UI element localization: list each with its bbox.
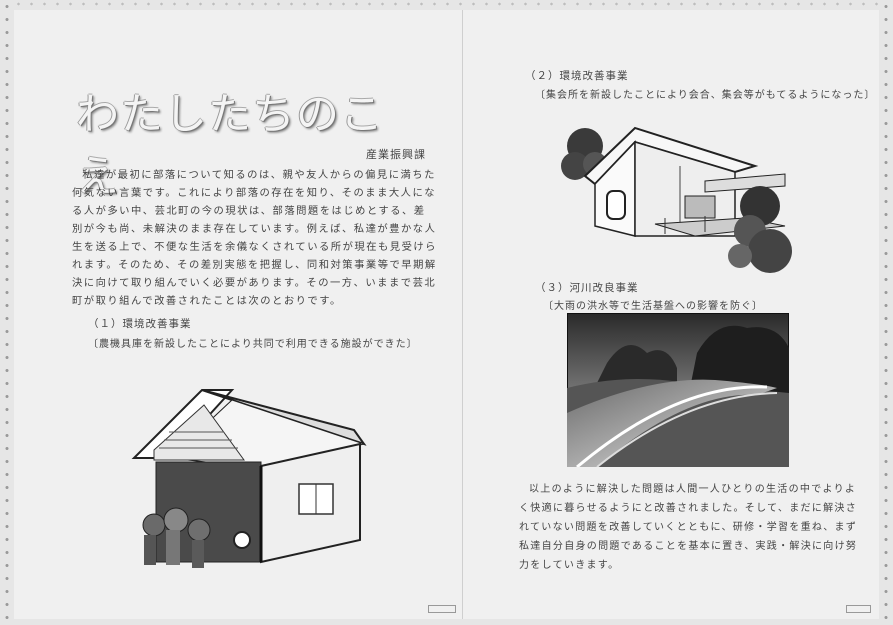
community-hall-illustration	[561, 126, 792, 273]
right-page: （２）環境改善事業 〔集会所を新設したことにより会合、集会等がもてるようになった…	[463, 10, 879, 619]
right-tractor-holes	[881, 0, 891, 625]
department-label: 産業振興課	[366, 148, 426, 161]
farm-equipment-shed-illustration	[131, 389, 367, 568]
section-1-subtitle: 〔農機具庫を新設したことにより共同で利用できる施設ができた〕	[88, 339, 418, 350]
conclusion-paragraph: 以上のように解決した問題は人間一人ひとりの生活の中でよりよく快適に暮らせるように…	[519, 484, 858, 571]
footer-tag-right	[845, 605, 871, 613]
page-title: わたしたちのこえ	[76, 90, 384, 202]
section-2-title: （２）環境改善事業	[525, 70, 629, 82]
left-tractor-holes	[2, 0, 12, 625]
section-2-subtitle: 〔集会所を新設したことにより会合、集会等がもてるようになった〕	[535, 90, 876, 101]
intro-paragraph: 私達が最初に部落について知るのは、親や友人からの偏見に満ちた何気ない言葉です。こ…	[72, 169, 437, 307]
river-improvement-illustration	[567, 313, 789, 467]
left-page: わたしたちのこえ 産業振興課 私達が最初に部落について知るのは、親や友人からの偏…	[14, 10, 463, 619]
top-perforation	[12, 0, 881, 8]
footer-tag-left	[427, 605, 456, 613]
section-3-title: （３）河川改良事業	[535, 282, 639, 294]
section-1-title: （１）環境改善事業	[88, 318, 192, 330]
section-3-subtitle: 〔大雨の洪水等で生活基盤への影響を防ぐ〕	[543, 301, 763, 312]
